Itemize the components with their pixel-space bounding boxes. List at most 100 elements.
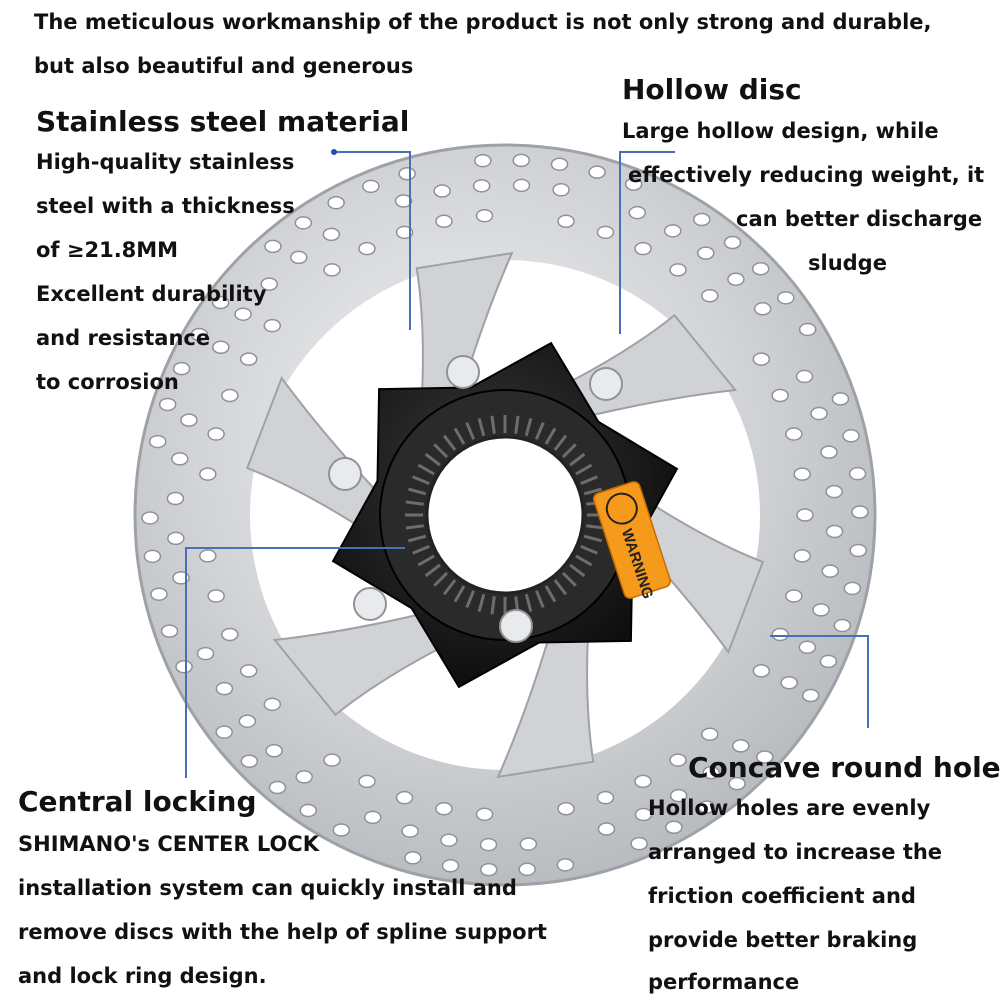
spline-tooth (575, 463, 593, 476)
stainless-line: High-quality stainless (36, 150, 295, 174)
rotor-hole (557, 801, 575, 816)
rotor-hole (435, 801, 453, 816)
spline-tooth (490, 596, 496, 615)
rotor-hole (693, 212, 711, 227)
rotor-hole (669, 753, 687, 767)
spline-tooth (583, 534, 602, 543)
rotor-hole (143, 549, 162, 564)
central-locking-line: remove discs with the help of spline sup… (18, 920, 547, 944)
rotor-hole (295, 770, 313, 784)
rotor-hole (512, 153, 531, 168)
rotor-hole (362, 179, 380, 194)
rotor-hole (215, 725, 233, 739)
rotor-hole (798, 322, 817, 337)
warning-symbol-icon (605, 492, 638, 525)
rotor-hole (796, 508, 814, 522)
spline-tooth (580, 475, 598, 486)
rotor-hole (630, 836, 648, 851)
rotor-hole (752, 352, 771, 366)
spline-tooth (534, 422, 545, 440)
rotor-hole (260, 277, 278, 291)
rotor-hole (552, 183, 570, 197)
rotor-hole (401, 824, 419, 838)
spline-tooth (408, 487, 427, 496)
rotor-hole (848, 466, 867, 481)
rotor-hole (327, 195, 345, 210)
rotor-hole (358, 241, 376, 256)
rotor-hole (801, 688, 820, 703)
rivet (499, 609, 533, 643)
spline-tooth (424, 452, 441, 467)
rotor-hole (697, 800, 716, 814)
rotor-hole (831, 392, 850, 406)
rotor-hole (299, 803, 317, 818)
spline-tooth (544, 585, 557, 603)
rotor-hole (479, 837, 498, 852)
rotor-hole (634, 774, 652, 789)
rotor-hole (557, 214, 575, 229)
rotor-hole (322, 227, 341, 242)
rotor-hole (556, 858, 575, 872)
rotor-hole (264, 239, 282, 254)
rotor-hole (821, 564, 839, 578)
concave-hole-line: friction coefficient and (648, 884, 916, 908)
rotor-hole (221, 388, 239, 403)
spline-tooth (524, 418, 533, 437)
rotor-hole (394, 194, 413, 208)
stainless-line: of ≥21.8MM (36, 238, 179, 262)
rotor-hole (180, 413, 198, 427)
rotor-hole (221, 627, 239, 642)
rotor-hole (294, 216, 313, 230)
rotor-hole (211, 295, 230, 310)
rotor-hole (702, 765, 720, 780)
central-locking-title: Central locking (18, 785, 257, 818)
spline-tooth (553, 434, 568, 451)
spline-tooth (412, 475, 430, 486)
rotor-hole (669, 263, 687, 277)
intro-line-2: but also beautiful and generous (34, 54, 414, 78)
spline-tooth (580, 544, 598, 555)
rotor-hole (752, 664, 771, 678)
rotor-hole (753, 302, 772, 316)
spline-tooth (453, 427, 466, 445)
rotor-hole (172, 361, 191, 376)
hub-center-hole (425, 435, 585, 595)
rotor-hole (780, 676, 798, 690)
rotor-hole (727, 272, 745, 286)
rotor-hole (148, 434, 167, 449)
rotor-hole (150, 587, 168, 601)
rotor-hole (441, 859, 460, 873)
warning-sticker: WARNING (592, 481, 672, 601)
spline-tooth (465, 422, 476, 440)
rotor-hole (849, 543, 867, 558)
rotor-hole (398, 166, 416, 181)
rotor-hole (519, 837, 538, 851)
rotor-hole (732, 739, 750, 753)
spline-tooth (544, 427, 557, 445)
rotor-hole (190, 327, 209, 342)
rotor-hole (395, 225, 414, 240)
intro-line-1: The meticulous workmanship of the produc… (34, 10, 932, 34)
rotor-hole (785, 427, 803, 441)
rotor-hole (158, 397, 177, 412)
rotor-hole (404, 851, 422, 865)
rotor-hole (833, 618, 852, 633)
rotor-hole (475, 807, 494, 822)
rotor-hole (798, 640, 817, 655)
rotor-hole (669, 788, 688, 803)
rotor-hole (596, 225, 615, 240)
rotor-hole (363, 810, 382, 825)
rotor-hole (474, 153, 492, 168)
rotor-hole (701, 727, 719, 742)
rivet (328, 457, 362, 491)
spline-tooth (417, 463, 435, 476)
rotor-hole (323, 263, 341, 277)
spline-tooth (477, 418, 486, 437)
rotor-hole (795, 369, 814, 384)
rotor-hole (332, 823, 351, 837)
rotor-hole (634, 241, 652, 256)
rotor-hole (596, 790, 615, 805)
rotor-hole (843, 581, 862, 596)
rotor-hole (810, 406, 828, 421)
